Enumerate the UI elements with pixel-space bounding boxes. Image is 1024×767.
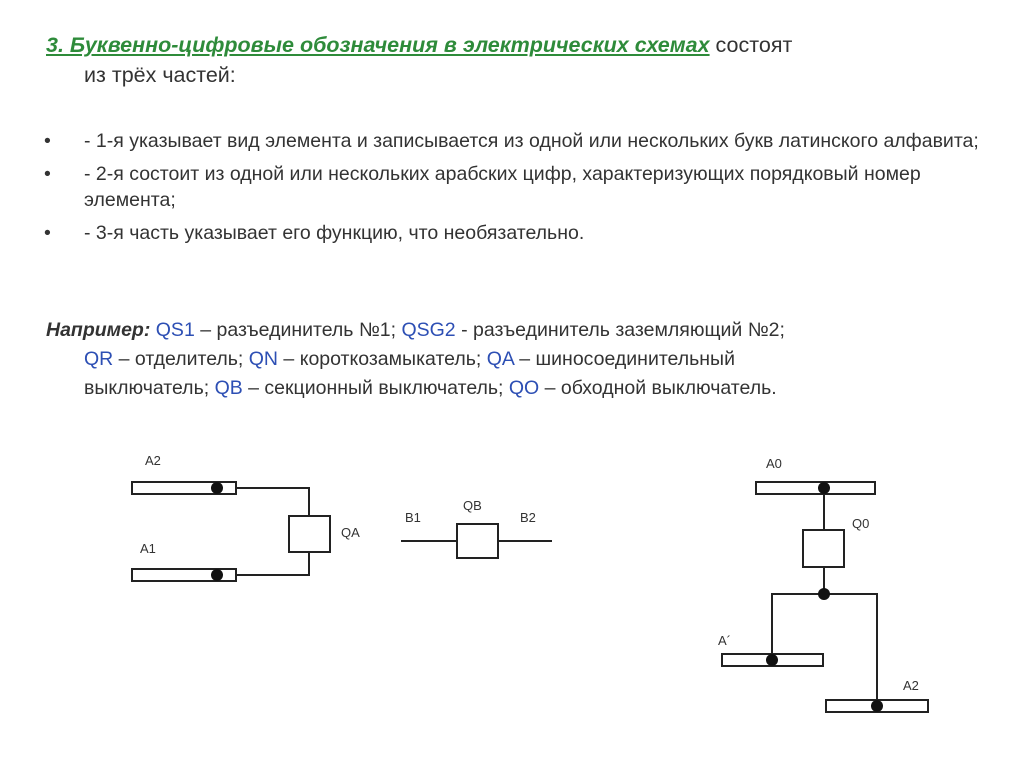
breaker-q0	[802, 529, 845, 568]
desc-qb: – секционный выключатель;	[242, 377, 509, 399]
heading-line2: из трёх частей:	[84, 63, 236, 87]
desc-qr: – отделитель;	[113, 348, 249, 370]
heading-rest: состоят	[709, 33, 793, 57]
example-paragraph: Например: QS1 – разъединитель №1; QSG2 -…	[46, 316, 996, 403]
label-a-prime: A´	[718, 633, 731, 648]
example-line2: QR – отделитель; QN – короткозамыкатель;…	[46, 345, 996, 374]
junction-dot	[211, 569, 223, 581]
bullet-text: - 1-я указывает вид элемента и записывае…	[84, 130, 979, 152]
desc-qa: – шиносоединительный	[513, 348, 735, 370]
code-qb: QB	[214, 377, 243, 399]
desc-qo: – обходной выключатель.	[539, 377, 777, 399]
bullet-text: - 2-я состоит из одной или нескольких ар…	[84, 163, 921, 211]
code-qr: QR	[84, 348, 114, 370]
desc-qn: – короткозамыкатель;	[278, 348, 487, 370]
junction-dot	[211, 482, 223, 494]
label-a0: A0	[766, 456, 782, 471]
junction-dot	[871, 700, 883, 712]
label-a2-left: A2	[145, 453, 161, 468]
label-b1: B1	[405, 510, 421, 525]
bullet-marker: •	[44, 222, 51, 244]
bullet-marker: •	[44, 130, 51, 152]
bullet-marker: •	[44, 163, 51, 185]
label-a1-left: A1	[140, 541, 156, 556]
wire-left	[236, 487, 310, 576]
list-item: • - 2-я состоит из одной или нескольких …	[44, 161, 984, 213]
junction-dot	[818, 588, 830, 600]
junction-dot	[818, 482, 830, 494]
example-lead: Например:	[46, 319, 151, 341]
breaker-qa	[288, 515, 331, 553]
label-qb: QB	[463, 498, 482, 513]
label-qa: QA	[341, 525, 360, 540]
wire-node-branches	[771, 593, 878, 706]
bus-a0	[755, 481, 876, 495]
bullet-text: - 3-я часть указывает его функцию, что н…	[84, 222, 585, 244]
example-line3: выключатель; QB – секционный выключатель…	[46, 374, 996, 403]
list-item: • - 3-я часть указывает его функцию, что…	[44, 220, 984, 246]
code-qn: QN	[248, 348, 279, 370]
label-b2: B2	[520, 510, 536, 525]
desc-vykl: выключатель;	[84, 377, 215, 399]
code-qsg2: QSG2	[401, 319, 456, 341]
list-item: • - 1-я указывает вид элемента и записыв…	[44, 128, 984, 154]
label-a2-right: A2	[903, 678, 919, 693]
bus-a-prime	[721, 653, 824, 667]
slide-heading: 3. Буквенно-цифровые обозначения в элект…	[46, 30, 986, 90]
junction-dot	[766, 654, 778, 666]
code-qo: QO	[508, 377, 540, 399]
label-q0: Q0	[852, 516, 869, 531]
code-qa: QA	[486, 348, 514, 370]
desc-qs1: – разъединитель №1;	[194, 319, 402, 341]
heading-title: 3. Буквенно-цифровые обозначения в элект…	[46, 33, 710, 57]
code-qs1: QS1	[155, 319, 195, 341]
bullet-list: • - 1-я указывает вид элемента и записыв…	[44, 128, 984, 253]
desc-qsg2: - разъединитель заземляющий №2;	[455, 319, 785, 341]
breaker-qb	[456, 523, 499, 559]
